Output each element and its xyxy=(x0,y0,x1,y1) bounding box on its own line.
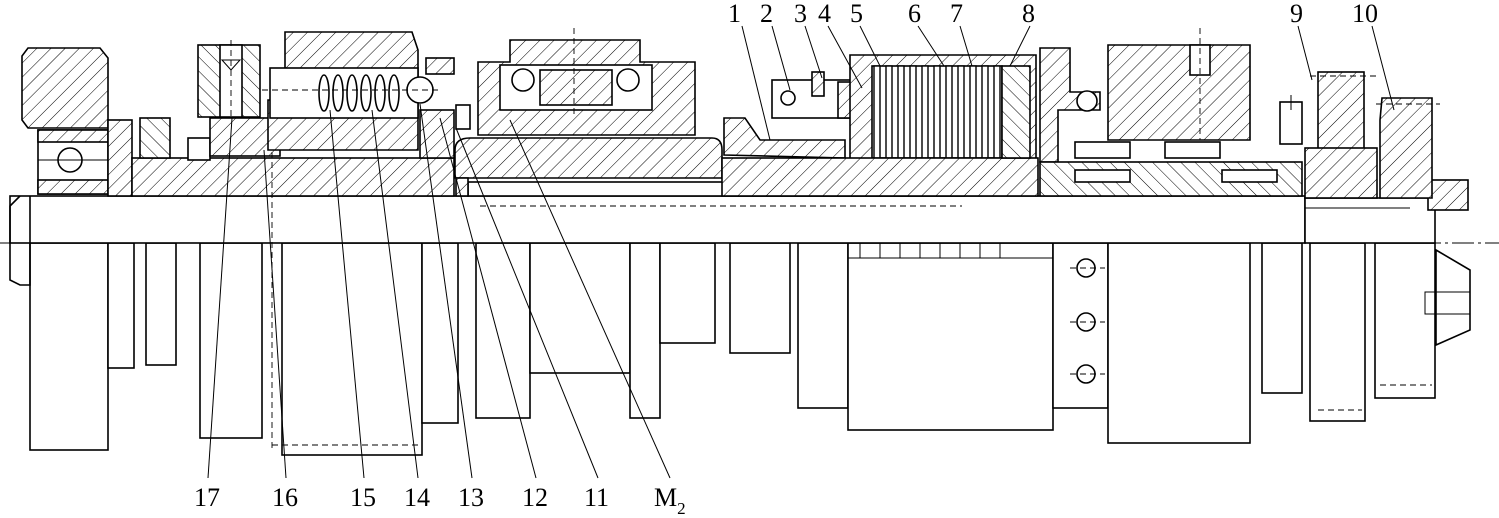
label-clutch-m2: M2 xyxy=(654,483,686,518)
label-part-2: 2 xyxy=(760,0,773,28)
label-part-5: 5 xyxy=(850,0,863,28)
lower-outline-view xyxy=(29,242,1471,456)
part-number-labels: 1 2 3 4 5 6 7 8 9 10 17 16 15 14 13 12 1… xyxy=(194,0,1378,518)
label-part-6: 6 xyxy=(908,0,921,28)
label-part-7: 7 xyxy=(950,0,963,28)
leader-lines xyxy=(207,25,1395,479)
label-part-13: 13 xyxy=(458,483,484,512)
label-part-1: 1 xyxy=(728,0,741,28)
spring xyxy=(318,74,400,112)
label-part-9: 9 xyxy=(1290,0,1303,28)
label-part-17: 17 xyxy=(194,483,220,512)
label-m2-subscript: 2 xyxy=(677,499,686,518)
label-part-4: 4 xyxy=(818,0,831,28)
label-part-14: 14 xyxy=(404,483,430,512)
label-part-12: 12 xyxy=(522,483,548,512)
label-part-8: 8 xyxy=(1022,0,1035,28)
label-part-16: 16 xyxy=(272,483,298,512)
label-m2-letter: M xyxy=(654,483,677,512)
label-part-11: 11 xyxy=(584,483,609,512)
label-part-15: 15 xyxy=(350,483,376,512)
label-part-10: 10 xyxy=(1352,0,1378,28)
upper-section-view xyxy=(21,28,1440,448)
label-part-3: 3 xyxy=(794,0,807,28)
